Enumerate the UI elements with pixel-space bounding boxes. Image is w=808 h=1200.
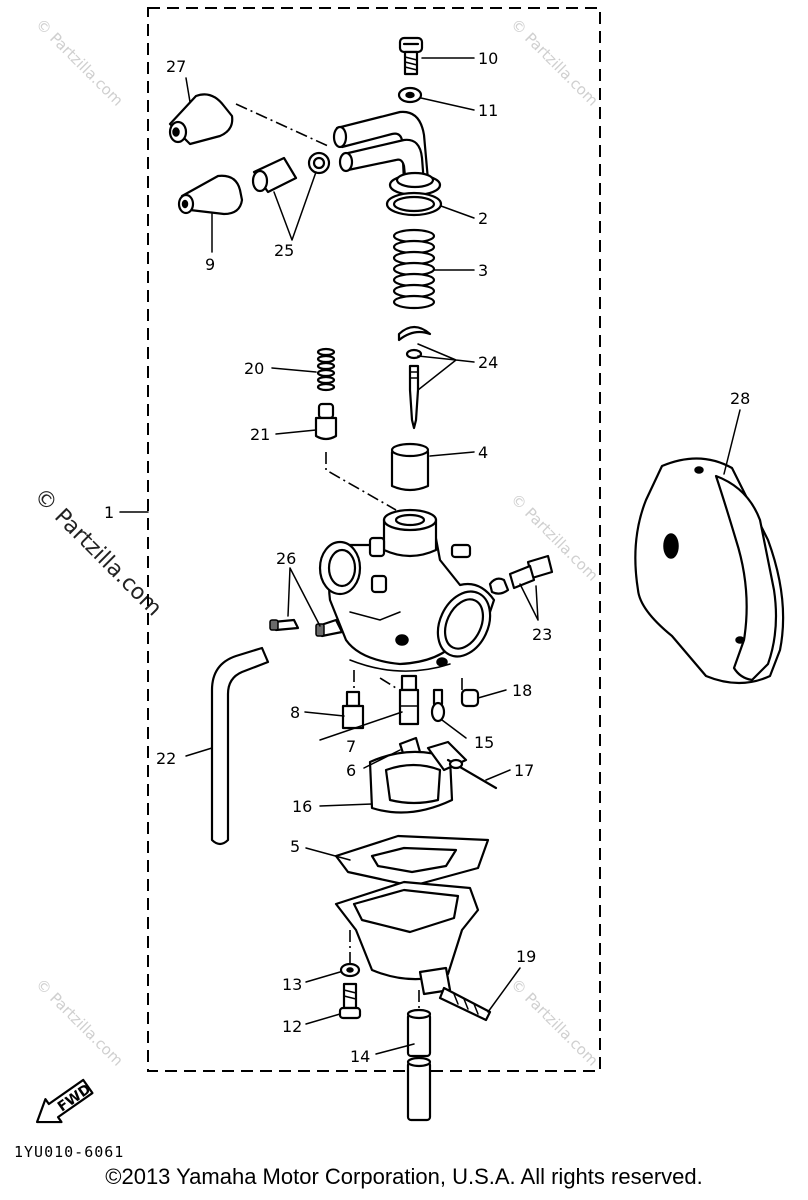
part-25-sleeve-and-nut — [251, 151, 331, 194]
leader-lines — [119, 57, 741, 1055]
callout-22: 22 — [156, 749, 176, 768]
part-17-float-pin — [446, 758, 498, 790]
callout-labels: 1 2 3 4 5 6 7 8 9 10 11 12 13 14 15 16 1… — [104, 49, 750, 1066]
part-16-float — [368, 740, 468, 814]
callout-12: 12 — [282, 1017, 302, 1036]
callout-11: 11 — [478, 101, 498, 120]
callout-18: 18 — [512, 681, 532, 700]
part-9-cap — [177, 174, 244, 216]
callout-28: 28 — [730, 389, 750, 408]
part-7-needle-jet — [398, 674, 420, 726]
callout-20: 20 — [244, 359, 264, 378]
callout-23: 23 — [532, 625, 552, 644]
part-24-needle-set — [397, 325, 432, 430]
part-4-throttle-valve — [390, 442, 430, 492]
callout-2: 2 — [478, 209, 488, 228]
part-15-float-needle — [430, 688, 446, 723]
float-bowl — [334, 880, 480, 996]
watermark-bottom-right: © Partzilla.com — [507, 975, 602, 1070]
callout-9: 9 — [205, 255, 215, 274]
part-21-screw — [314, 402, 338, 441]
callout-26: 26 — [276, 549, 296, 568]
callout-10: 10 — [478, 49, 498, 68]
callout-24: 24 — [478, 353, 498, 372]
part-12-screw — [338, 982, 362, 1020]
part-10-screw — [398, 36, 424, 76]
callout-5: 5 — [290, 837, 300, 856]
callout-6: 6 — [346, 761, 356, 780]
callout-14: 14 — [350, 1047, 370, 1066]
assembly-boundary — [147, 7, 601, 1072]
watermark-bottom-left: © Partzilla.com — [32, 975, 127, 1070]
part-14-tubes — [406, 1008, 432, 1122]
part-20-spring — [316, 347, 336, 392]
callout-17: 17 — [514, 761, 534, 780]
callout-8: 8 — [290, 703, 300, 722]
fwd-direction-arrow: FWD — [35, 1078, 94, 1124]
part-27-cap — [168, 93, 234, 146]
callout-27: 27 — [166, 57, 186, 76]
callout-3: 3 — [478, 261, 488, 280]
watermark-large: © Partzilla.com — [29, 484, 167, 622]
part-5-gasket — [334, 834, 490, 888]
callout-4: 4 — [478, 443, 488, 462]
callout-15: 15 — [474, 733, 494, 752]
callout-7: 7 — [346, 737, 356, 756]
part-26-screws — [269, 618, 344, 638]
copyright-notice: ©2013 Yamaha Motor Corporation, U.S.A. A… — [105, 1164, 703, 1189]
callout-1: 1 — [104, 503, 114, 522]
watermark-top-right: © Partzilla.com — [507, 15, 602, 110]
callout-19: 19 — [516, 947, 536, 966]
part-19-drain-screw — [438, 986, 492, 1022]
diagram-part-code: 1YU010-6061 — [14, 1143, 125, 1161]
part-22-hose — [210, 646, 270, 846]
watermark-top-left: © Partzilla.com — [32, 15, 127, 110]
connection-lines — [235, 103, 463, 1012]
callout-16: 16 — [292, 797, 312, 816]
part-3-spring — [392, 228, 436, 310]
callout-25: 25 — [274, 241, 294, 260]
part-23-idle-screw — [488, 554, 554, 595]
callout-21: 21 — [250, 425, 270, 444]
callout-13: 13 — [282, 975, 302, 994]
part-18-plug — [460, 688, 480, 708]
top-cap-with-elbow-pipes — [332, 110, 442, 197]
carburetor-body — [318, 508, 496, 672]
part-28-cover — [634, 457, 785, 685]
part-8-jet — [341, 690, 365, 730]
